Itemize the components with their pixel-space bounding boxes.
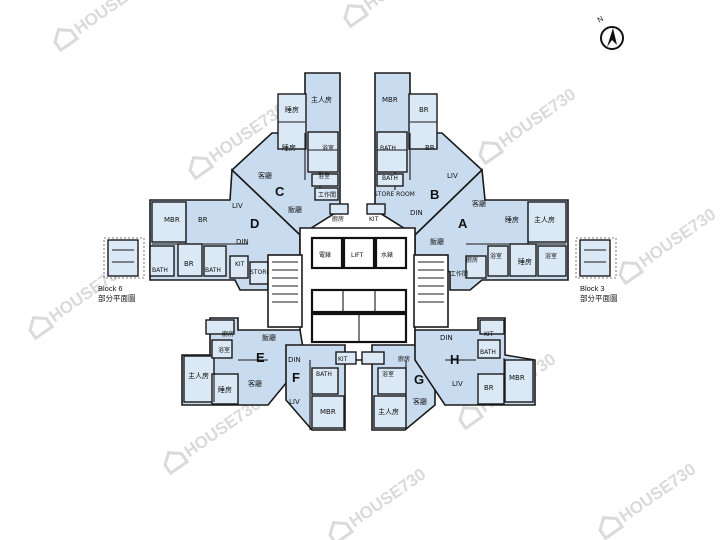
svg-text:MBR: MBR — [509, 374, 525, 382]
svg-text:睡房: 睡房 — [282, 143, 296, 152]
svg-text:F: F — [292, 370, 300, 385]
svg-text:BR: BR — [419, 106, 429, 114]
svg-text:HOUSE730: HOUSE730 — [346, 465, 430, 532]
svg-text:浴室: 浴室 — [545, 252, 557, 260]
svg-text:HOUSE730: HOUSE730 — [71, 0, 155, 38]
svg-text:客廳: 客廳 — [472, 199, 486, 208]
svg-text:HOUSE730: HOUSE730 — [361, 0, 445, 14]
block-3-partial-plan: Block 3 部分平面圖 — [575, 237, 618, 303]
svg-text:飯廳: 飯廳 — [288, 205, 302, 214]
unit-g: 飯廳 客廳 主人房 浴室 廚房 G — [361, 344, 436, 431]
svg-text:BATH: BATH — [480, 349, 496, 356]
svg-text:浴室: 浴室 — [218, 346, 230, 354]
svg-text:MBR: MBR — [164, 216, 180, 224]
svg-text:廚房: 廚房 — [398, 355, 410, 363]
svg-text:浴室: 浴室 — [322, 144, 334, 152]
svg-text:KIT: KIT — [369, 216, 379, 223]
svg-text:BATH: BATH — [152, 267, 168, 274]
svg-text:LIV: LIV — [232, 202, 243, 210]
svg-text:BR: BR — [425, 144, 435, 152]
watermark: HOUSE730 — [328, 465, 430, 540]
svg-text:BATH: BATH — [316, 371, 332, 378]
svg-text:浴室: 浴室 — [490, 252, 502, 260]
watermark: HOUSE730 — [478, 85, 580, 166]
svg-text:HOUSE730: HOUSE730 — [496, 85, 580, 152]
svg-text:水錶: 水錶 — [381, 251, 393, 259]
svg-text:KIT: KIT — [484, 331, 494, 338]
unit-b: MBR BR BR BATH BATH STORE ROOM LIV DIN K… — [366, 72, 484, 237]
svg-text:工作間: 工作間 — [318, 191, 336, 199]
svg-text:客廳: 客廳 — [258, 171, 272, 180]
svg-text:廚房: 廚房 — [466, 256, 478, 264]
svg-text:MBR: MBR — [320, 408, 336, 416]
watermark: HOUSE730 — [618, 205, 720, 286]
svg-text:飯廳: 飯廳 — [430, 237, 444, 246]
unit-a: 主人房 睡房 客廳 睡房 浴室 浴室 廚房 工作間 飯廳 A — [414, 168, 569, 291]
svg-text:BATH: BATH — [205, 267, 221, 274]
unit-e: 主人房 睡房 廚房 浴室 客廳 飯廳 E — [181, 317, 306, 406]
block-6-caption: 部分平面圖 — [98, 293, 136, 303]
svg-text:客廳: 客廳 — [413, 397, 427, 406]
svg-text:BATH: BATH — [380, 145, 396, 152]
svg-text:廚房: 廚房 — [332, 215, 344, 223]
svg-text:DIN: DIN — [410, 209, 423, 217]
svg-text:廚房: 廚房 — [222, 330, 234, 338]
svg-text:DIN: DIN — [440, 334, 453, 342]
svg-text:KIT: KIT — [235, 261, 245, 268]
svg-text:客廳: 客廳 — [248, 379, 262, 388]
svg-text:B: B — [430, 187, 439, 202]
block-6-partial-plan: Block 6 部分平面圖 — [98, 237, 145, 303]
unit-d: MBR BR LIV BR BATH BATH KIT STORE ROOM D… — [149, 168, 301, 291]
svg-text:浴室: 浴室 — [318, 172, 330, 180]
block-3-caption: 部分平面圖 — [580, 293, 618, 303]
svg-text:BR: BR — [484, 384, 494, 392]
svg-text:電錶: 電錶 — [319, 251, 331, 259]
svg-text:E: E — [256, 350, 265, 365]
svg-text:N: N — [596, 14, 605, 25]
svg-text:主人房: 主人房 — [188, 371, 209, 380]
svg-text:D: D — [250, 216, 259, 231]
svg-text:睡房: 睡房 — [285, 105, 299, 114]
svg-text:睡房: 睡房 — [505, 215, 519, 224]
svg-text:H: H — [450, 352, 459, 367]
watermark: HOUSE730 — [598, 460, 700, 540]
central-core: 電錶 LIFT 水錶 — [267, 227, 449, 361]
unit-h: MBR BR KIT BATH LIV DIN H — [414, 317, 536, 406]
svg-text:DIN: DIN — [236, 238, 249, 246]
svg-text:G: G — [414, 372, 424, 387]
unit-f: DIN LIV MBR BATH KIT F — [285, 344, 357, 431]
svg-text:LIFT: LIFT — [351, 252, 363, 259]
svg-text:LIV: LIV — [447, 172, 458, 180]
svg-text:HOUSE730: HOUSE730 — [616, 460, 700, 527]
svg-text:飯廳: 飯廳 — [262, 333, 276, 342]
watermark: HOUSE730 — [163, 395, 264, 476]
svg-text:BR: BR — [184, 260, 194, 268]
svg-text:浴室: 浴室 — [382, 370, 394, 378]
svg-text:主人房: 主人房 — [311, 95, 332, 104]
svg-text:LIV: LIV — [289, 398, 300, 406]
svg-text:睡房: 睡房 — [218, 385, 232, 394]
svg-text:STORE ROOM: STORE ROOM — [374, 191, 415, 198]
svg-text:C: C — [275, 184, 285, 199]
svg-text:睡房: 睡房 — [518, 257, 532, 266]
watermark: HOUSE730 — [53, 0, 155, 53]
north-compass-icon: N — [596, 14, 624, 50]
svg-text:DIN: DIN — [288, 356, 301, 364]
svg-text:主人房: 主人房 — [534, 215, 555, 224]
unit-c: 睡房 主人房 睡房 浴室 浴室 客廳 工作間 飯廳 廚房 C — [230, 72, 349, 237]
svg-text:工作間: 工作間 — [450, 270, 468, 278]
svg-text:主人房: 主人房 — [378, 407, 399, 416]
block-6-name: Block 6 — [98, 284, 123, 293]
svg-text:LIV: LIV — [452, 380, 463, 388]
svg-text:MBR: MBR — [382, 96, 398, 104]
svg-text:KIT: KIT — [338, 356, 348, 363]
watermark: HOUSE730 — [343, 0, 445, 29]
svg-text:BR: BR — [198, 216, 208, 224]
svg-text:BATH: BATH — [382, 175, 398, 182]
svg-text:HOUSE730: HOUSE730 — [636, 205, 720, 272]
block-3-name: Block 3 — [580, 284, 605, 293]
svg-text:A: A — [458, 216, 468, 231]
